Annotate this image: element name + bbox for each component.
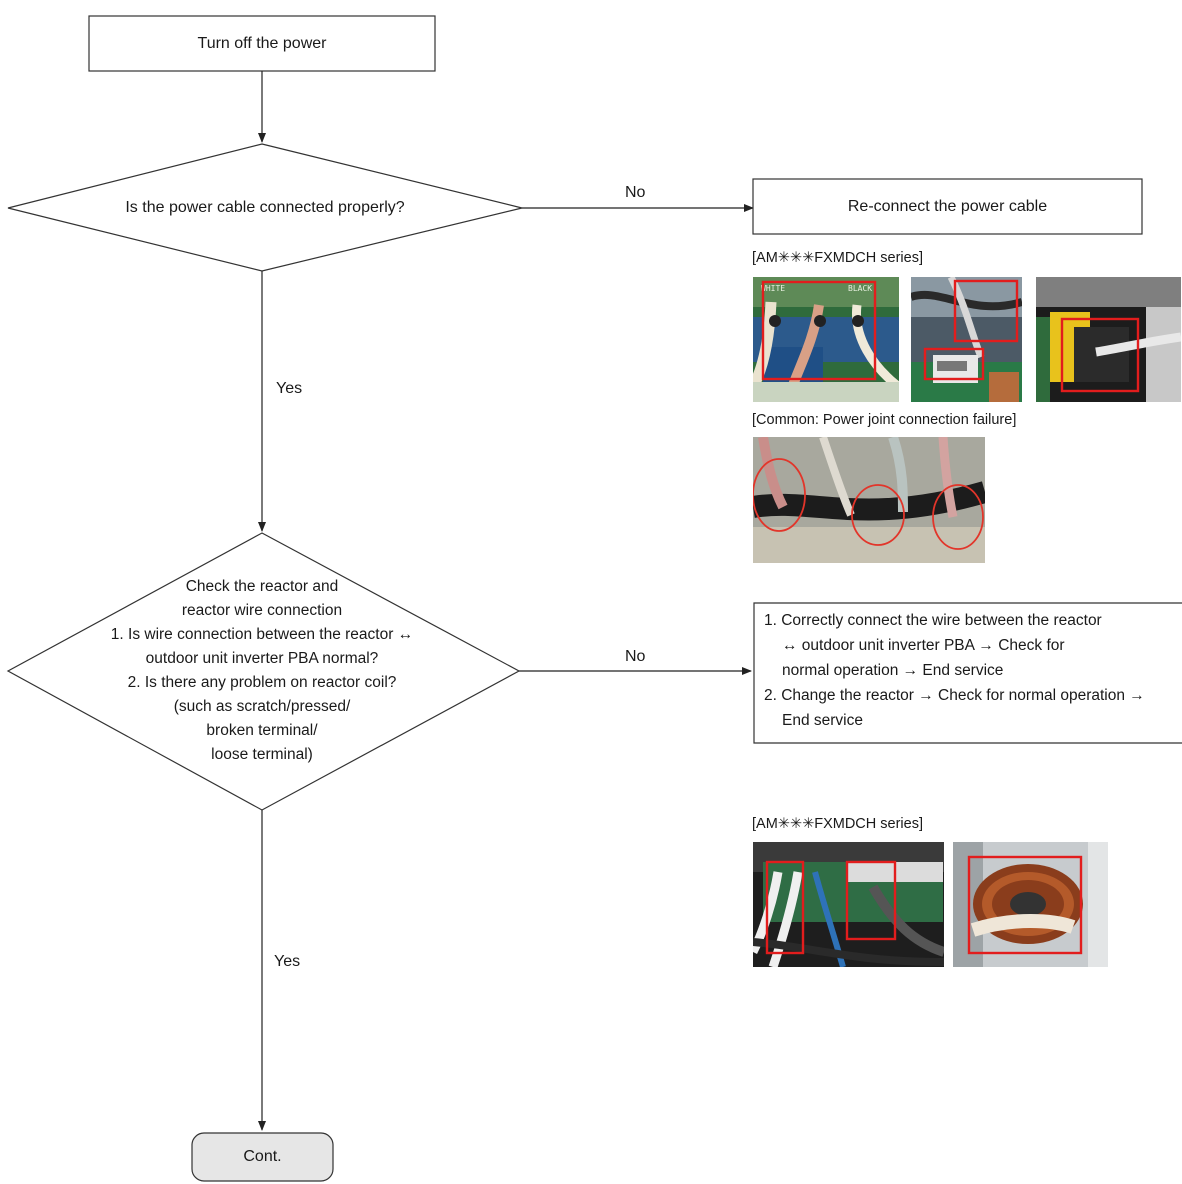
photo-connector-panel xyxy=(911,277,1022,402)
edge-label-q1-yes: Yes xyxy=(276,380,303,397)
end-label: Cont. xyxy=(243,1148,282,1165)
caption-series-1: [AM✳✳✳FXMDCH series] xyxy=(752,250,923,266)
photo-yellow-component xyxy=(1036,277,1181,402)
photo-label-white: WHITE xyxy=(761,284,785,293)
photo-reactor-coil xyxy=(953,842,1108,967)
edge-label-q2-yes: Yes xyxy=(274,953,301,970)
q2-label: Check the reactor and reactor wire conne… xyxy=(110,578,414,763)
q2-no-action-label: 1. Correctly connect the wire between th… xyxy=(764,612,1145,729)
q2-no-action-box xyxy=(753,602,1182,744)
edge-label-q1-no: No xyxy=(625,184,646,201)
end-terminator xyxy=(191,1132,334,1182)
caption-common: [Common: Power joint connection failure] xyxy=(752,412,1017,428)
start-box xyxy=(88,15,436,72)
q1-no-action-label: Re-connect the power cable xyxy=(847,197,1048,215)
q1-label: Is the power cable connected properly? xyxy=(125,199,405,216)
photo-terminal-block: WHITE BLACK xyxy=(753,277,899,402)
photo-power-joint xyxy=(753,437,985,563)
start-box-label: Turn off the power xyxy=(197,34,327,52)
edge-label-q2-no: No xyxy=(625,648,646,665)
caption-series-2: [AM✳✳✳FXMDCH series] xyxy=(752,816,923,832)
photo-reactor-wiring xyxy=(753,842,944,967)
photo-label-black: BLACK xyxy=(848,284,872,293)
q1-no-action-box xyxy=(752,178,1143,235)
